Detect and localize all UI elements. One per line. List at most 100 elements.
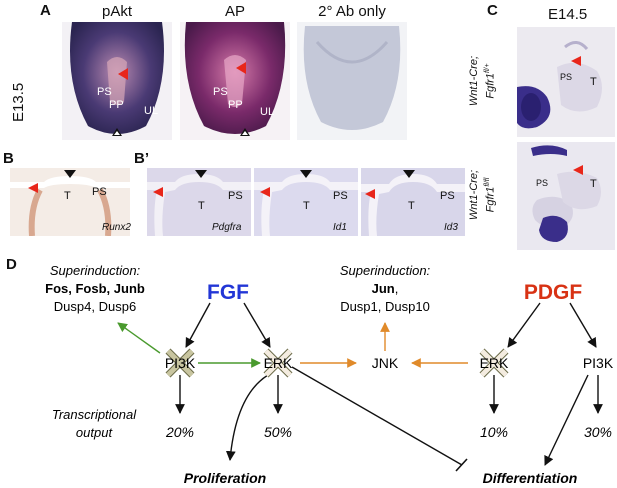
label-t: T xyxy=(590,76,597,88)
label-pp: PP xyxy=(109,99,124,111)
inhibition-bar xyxy=(455,458,468,472)
arrowhead-red xyxy=(153,187,163,197)
genotype-line1: Wnt1-Cre; xyxy=(468,55,480,107)
pct-pi3k-pdgf: 30% xyxy=(584,424,612,440)
micrograph-pakt xyxy=(62,22,172,140)
node-pi3k-pdgf: PI3K xyxy=(583,355,614,371)
panel-c-letter: C xyxy=(487,2,498,19)
pdgf-genes-bold: Jun xyxy=(372,281,395,296)
tile-title-pakt: pAkt xyxy=(101,3,132,20)
micrograph-id1-image xyxy=(254,170,358,236)
gene-label: Id1 xyxy=(333,222,347,233)
genotype-line1: Wnt1-Cre; xyxy=(468,169,480,221)
pdgf-genes-comma: , xyxy=(395,281,399,296)
proliferation-label: Proliferation xyxy=(184,470,266,486)
micrograph-fgfr1-cko-image xyxy=(531,145,601,242)
inhibition-erk-differentiation xyxy=(291,366,463,466)
arrowhead-black xyxy=(195,170,207,178)
fgf-genes-bold: Fos, Fosb, Junb xyxy=(45,281,145,296)
pct-erk-pdgf: 10% xyxy=(480,424,508,440)
output-label: output xyxy=(76,425,114,440)
label-t: T xyxy=(64,190,71,202)
micrograph-id3-image xyxy=(361,170,465,236)
arrowhead-red xyxy=(236,62,246,74)
pdgf-superinduction-title: Superinduction: xyxy=(340,263,431,278)
pct-erk-fgf: 50% xyxy=(264,424,292,440)
micrograph-runx2-image xyxy=(10,170,130,236)
label-t: T xyxy=(590,178,597,190)
arrowhead-red xyxy=(573,165,583,175)
micrograph-secondary-only xyxy=(297,22,407,140)
genotype-label-top: Wnt1-Cre; Fgfr1fl/+ xyxy=(468,26,498,136)
genotype-line2: Fgfr1fl/fl xyxy=(484,177,497,213)
fgf-superinduction-title: Superinduction: xyxy=(50,263,141,278)
label-ps: PS xyxy=(97,86,112,98)
label-pp: PP xyxy=(228,99,243,111)
arrow-pdgf-erk xyxy=(507,302,541,348)
micrograph-pdgfra-image xyxy=(147,170,251,236)
label-ps: PS xyxy=(560,72,573,82)
arrow-fgf-erk xyxy=(243,302,271,348)
micrograph-runx2 xyxy=(10,168,130,236)
arrowhead-black xyxy=(64,170,76,178)
arrow-fgf-pi3k xyxy=(185,302,211,348)
micrograph-id3 xyxy=(361,168,465,236)
label-ps: PS xyxy=(92,186,107,198)
micrograph-pdgfra xyxy=(147,168,251,236)
label-ul: UL xyxy=(260,106,275,118)
micrograph-ap-image xyxy=(184,22,286,134)
label-ps: PS xyxy=(213,86,228,98)
node-erk-fgf: ERK xyxy=(264,355,293,371)
genotype-line2: Fgfr1fl/+ xyxy=(484,63,497,99)
arrowhead-red xyxy=(28,183,38,193)
label-ps: PS xyxy=(333,190,348,202)
node-pi3k-fgf: PI3K xyxy=(165,355,196,371)
fgf-genes-rest: Dusp4, Dusp6 xyxy=(54,299,136,314)
gene-label: Pdgfra xyxy=(212,222,242,233)
micrograph-pakt-image xyxy=(70,22,164,134)
micrograph-fgfr1-het-image xyxy=(517,41,602,129)
arrow-pdgf-pi3k xyxy=(569,302,597,348)
arrowhead-red xyxy=(260,187,270,197)
gene-label: Runx2 xyxy=(102,222,131,233)
panel-a-letter: A xyxy=(40,2,51,19)
gene-label: Id3 xyxy=(444,222,458,233)
label-ps: PS xyxy=(228,190,243,202)
node-erk-pdgf: ERK xyxy=(480,355,509,371)
panel-b-letter: B xyxy=(3,150,14,167)
differentiation-label: Differentiation xyxy=(483,470,578,486)
label-t: T xyxy=(408,200,415,212)
pdgf-genes: Jun, xyxy=(372,281,399,296)
panel-a-stage: E13.5 xyxy=(10,82,27,122)
arrowhead-red xyxy=(571,56,581,66)
arrow-erk-proliferation xyxy=(225,374,269,461)
pdgf-genes-rest: Dusp1, Dusp10 xyxy=(340,299,430,314)
arrow-pi3k-differentiation xyxy=(544,374,589,466)
micrograph-id1 xyxy=(254,168,358,236)
knockout-x-icon xyxy=(263,348,293,378)
genotype-label-bottom: Wnt1-Cre; Fgfr1fl/fl xyxy=(468,140,498,250)
node-fgf: FGF xyxy=(207,281,249,304)
arrowhead-red xyxy=(118,68,128,80)
node-pdgf: PDGF xyxy=(524,281,583,304)
panel-bprime-letter: B’ xyxy=(134,150,149,167)
knockout-x-icon xyxy=(165,348,195,378)
panel-c-stage: E14.5 xyxy=(548,6,588,23)
arrowhead-black xyxy=(300,170,312,178)
arrow-pi3k-superinduction xyxy=(117,322,161,354)
micrograph-secondary-image xyxy=(303,26,401,130)
label-ps: PS xyxy=(536,178,549,188)
pct-pi3k-fgf: 20% xyxy=(165,424,194,440)
tile-title-secondary: 2° Ab only xyxy=(318,3,386,20)
node-jnk: JNK xyxy=(372,355,399,371)
panel-d-letter: D xyxy=(6,256,17,273)
micrograph-fgfr1-het xyxy=(517,27,615,137)
knockout-x-icon xyxy=(479,348,509,378)
label-t: T xyxy=(303,200,310,212)
tile-title-ap: AP xyxy=(224,3,245,20)
micrograph-ap xyxy=(180,22,290,140)
label-ps: PS xyxy=(440,190,455,202)
arrowhead-black xyxy=(403,170,415,178)
label-ul: UL xyxy=(144,105,159,117)
label-t: T xyxy=(198,200,205,212)
